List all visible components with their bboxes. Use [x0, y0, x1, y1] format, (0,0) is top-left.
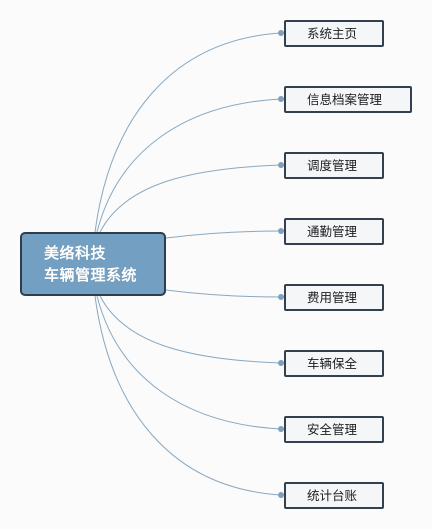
connector-end-dot: [278, 228, 284, 234]
connector-line: [165, 289, 282, 298]
node-commute[interactable]: 通勤管理: [284, 218, 384, 245]
connector-line: [96, 98, 282, 233]
connector-line: [99, 295, 282, 364]
connector-end-dot: [278, 30, 284, 36]
node-maintenance[interactable]: 车辆保全: [284, 350, 384, 377]
root-title-line-2: 车辆管理系统: [44, 266, 138, 284]
connector-end-dot: [278, 294, 284, 300]
node-cost[interactable]: 费用管理: [284, 284, 384, 311]
node-home[interactable]: 系统主页: [284, 20, 384, 47]
connector-end-dot: [278, 426, 284, 432]
node-archive[interactable]: 信息档案管理: [284, 86, 412, 113]
connector-end-dot: [278, 162, 284, 168]
connector-line: [165, 230, 282, 239]
root-node[interactable]: 美络科技 车辆管理系统: [20, 232, 166, 296]
connector-line: [96, 295, 282, 430]
connector-end-dot: [278, 492, 284, 498]
connector-end-dot: [278, 96, 284, 102]
connector-end-dot: [278, 360, 284, 366]
node-stats[interactable]: 统计台账: [284, 482, 384, 509]
node-safety[interactable]: 安全管理: [284, 416, 384, 443]
connector-line: [94, 295, 282, 496]
node-dispatch[interactable]: 调度管理: [284, 152, 384, 179]
connector-line: [94, 32, 282, 233]
root-title-line-1: 美络科技: [44, 244, 107, 262]
connector-line: [99, 164, 282, 233]
